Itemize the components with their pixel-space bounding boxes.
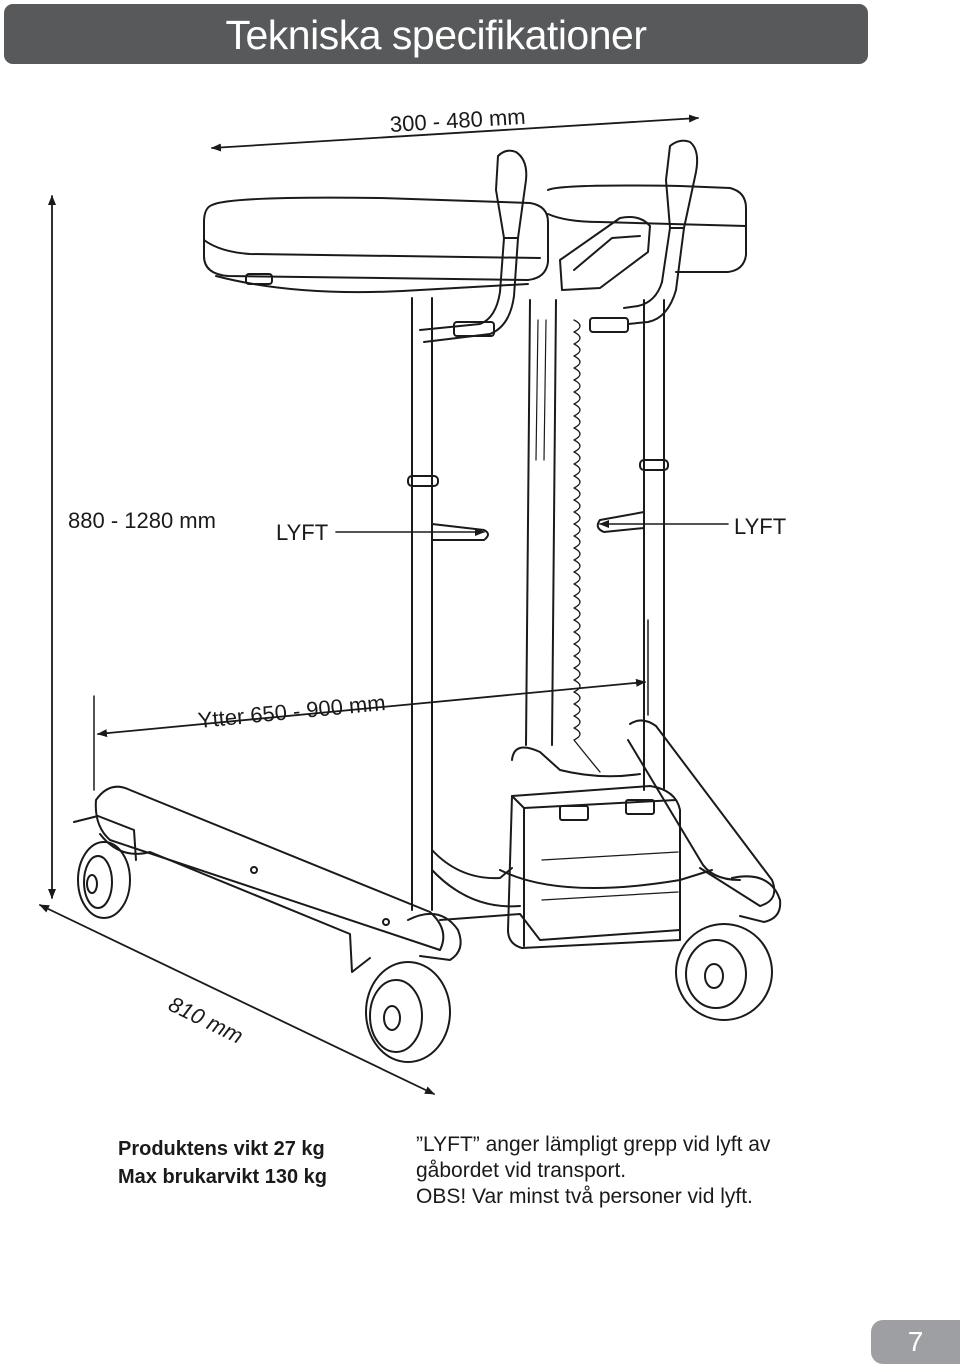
lift-note: ”LYFT” anger lämpligt grepp vid lyft av …	[416, 1132, 836, 1210]
right-armrest-pad	[547, 184, 747, 273]
left-base-leg	[94, 785, 445, 951]
lyft-label-left: LYFT	[276, 520, 329, 545]
right-front-tube	[643, 299, 665, 791]
lift-note-line-1: ”LYFT” anger lämpligt grepp vid lyft av	[416, 1133, 771, 1156]
left-handle-grip	[495, 149, 528, 239]
coiled-cable	[573, 319, 601, 773]
product-weight: Produktens vikt 27 kg	[118, 1138, 325, 1160]
page-number: 7	[907, 1326, 924, 1357]
depth-dimension-line	[39, 904, 435, 1095]
page-number-badge: 7	[871, 1320, 960, 1364]
cross-bar-right	[596, 511, 645, 533]
center-column	[525, 299, 557, 746]
height-dimension-label: 880 - 1280 mm	[68, 508, 216, 533]
right-base-leg	[629, 719, 776, 907]
width-dimension-line	[211, 114, 699, 152]
product-specs: Produktens vikt 27 kg Max brukarvikt 130…	[118, 1135, 327, 1191]
wheel-front-left	[365, 912, 462, 1063]
lyft-label-right: LYFT	[734, 514, 787, 539]
title-bar: Tekniska specifikationer	[4, 4, 868, 64]
max-user-weight: Max brukarvikt 130 kg	[118, 1166, 327, 1188]
wheel-rear-left	[73, 815, 137, 919]
outer-width-dimension-line	[97, 678, 646, 738]
left-front-tube	[411, 297, 433, 911]
wheel-front-right	[675, 875, 782, 1021]
cross-bar-left	[431, 523, 489, 541]
battery-box	[507, 785, 681, 949]
page-title: Tekniska specifikationer	[225, 12, 647, 58]
right-handle-grip	[665, 139, 699, 229]
control-panel	[559, 216, 651, 291]
lift-note-line-2: gåbordet vid transport.	[416, 1159, 627, 1182]
lift-note-warning: OBS! Var minst två personer vid lyft.	[416, 1185, 753, 1208]
left-armrest-pad	[203, 196, 549, 281]
